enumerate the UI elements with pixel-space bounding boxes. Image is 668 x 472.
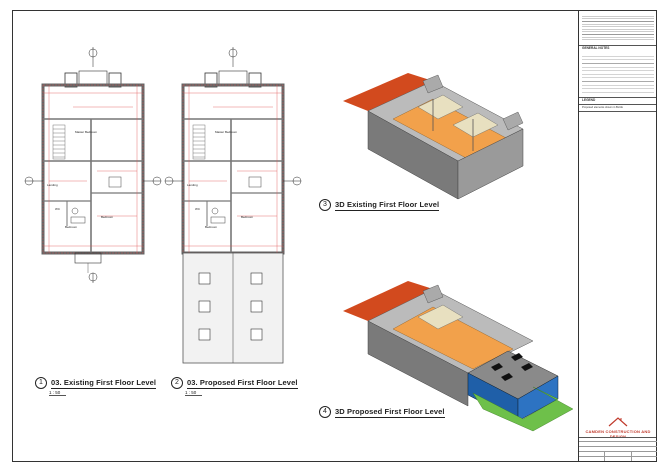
room-label-wc-existing: WC [55, 207, 60, 211]
view-number-2: 2 [171, 377, 183, 389]
title-block: GENERAL NOTES LEGEND Proposed elements s… [578, 11, 657, 461]
view-label-4: 4 3D Proposed First Floor Level [319, 406, 445, 418]
company-name: CAMDEN CONSTRUCTION AND DESIGN [585, 429, 651, 439]
view-number-4: 4 [319, 406, 331, 418]
company-logo [608, 417, 628, 427]
room-label-wc-proposed: WC [195, 207, 200, 211]
drawing-canvas [24, 47, 574, 432]
view-title-4: 3D Proposed First Floor Level [335, 406, 445, 418]
room-label-landing-existing: Landing [47, 183, 58, 187]
room-label-landing-proposed: Landing [187, 183, 198, 187]
3d-existing-model [343, 73, 524, 200]
view-number-1: 1 [35, 377, 47, 389]
outer-walls [41, 83, 145, 255]
view-label-3: 3 3D Existing First Floor Level [319, 199, 440, 211]
existing-first-floor-plan [24, 47, 162, 283]
title-block-fields [579, 437, 657, 461]
legend-heading: LEGEND [582, 98, 596, 102]
view-title-3: 3D Existing First Floor Level [335, 199, 440, 211]
room-label-bedroom2-existing: Bedroom [65, 225, 78, 229]
window-bay-top [78, 70, 108, 86]
view-number-3: 3 [319, 199, 331, 211]
proposed-first-floor-plan [164, 47, 302, 364]
view-title-1: 03. Existing First Floor Level [51, 377, 157, 389]
view-label-2: 2 03. Proposed First Floor Level [171, 377, 298, 389]
room-label-bedroom2-proposed: Bedroom [205, 225, 218, 229]
chimney-left [64, 72, 78, 88]
drawing-sheet: 1 03. Existing First Floor Level 1 : 50 … [12, 10, 657, 462]
room-label-bedroom-proposed: Bedroom [241, 215, 254, 219]
room-label-master-bedroom-proposed: Master Bedroom [215, 130, 238, 134]
notes-block [582, 14, 654, 42]
view-label-1: 1 03. Existing First Floor Level [35, 377, 157, 389]
view-scale-1: 1 : 50 [49, 390, 67, 396]
room-label-bedroom-existing: Bedroom [101, 215, 114, 219]
notes-heading: GENERAL NOTES [582, 46, 610, 50]
legend-text: Proposed elements shown in BLUE [582, 106, 623, 109]
view-scale-2: 1 : 50 [185, 390, 203, 396]
view-title-2: 03. Proposed First Floor Level [187, 377, 298, 389]
chimney-right [108, 72, 122, 88]
3d-proposed-model [343, 281, 574, 432]
room-label-master-bedroom-existing: Master Bedroom [75, 130, 98, 134]
